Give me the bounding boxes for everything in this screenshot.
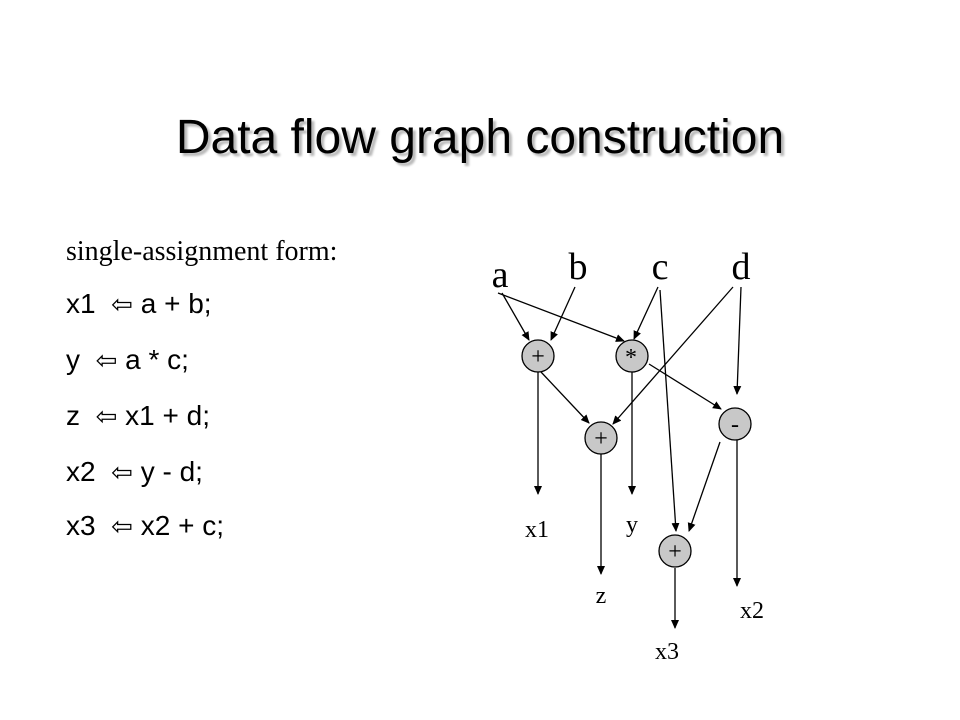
statement-2-rhs: a * c; (125, 344, 189, 375)
statement-5: x3 ⇦ x2 + c; (66, 510, 224, 542)
output-x3-label: x3 (655, 639, 679, 665)
op-plus-2-symbol: + (594, 426, 608, 452)
statement-1-lhs: x1 (66, 288, 96, 319)
statement-5-rhs: x2 + c; (140, 510, 224, 541)
edge-d-to-minus (733, 286, 742, 395)
edge-a-to-plus1 (501, 292, 530, 341)
assign-arrow-icon: ⇦ (111, 457, 133, 487)
op-node-minus: - (718, 407, 752, 441)
statement-4-lhs: x2 (66, 456, 96, 487)
intro-text: single-assignment form: (66, 236, 338, 267)
assign-arrow-icon: ⇦ (111, 289, 133, 319)
op-node-plus-2: + (584, 421, 618, 455)
output-x1-label: x1 (525, 517, 549, 543)
op-minus-symbol: - (731, 412, 739, 438)
edge-plus1-to-plus2 (540, 371, 590, 424)
statement-1: x1 ⇦ a + b; (66, 288, 212, 320)
op-plus-3-symbol: + (668, 539, 682, 565)
output-y-label: y (626, 512, 638, 538)
statement-4-rhs: y - d; (140, 456, 203, 487)
edge-c-to-plus3 (659, 289, 680, 532)
edge-c-to-mult (633, 286, 659, 340)
edge-b-to-plus1 (550, 286, 576, 341)
op-node-plus-1: + (521, 339, 555, 373)
op-node-multiply: * (615, 339, 649, 373)
statement-3-lhs: z (66, 400, 80, 431)
op-node-plus-3: + (658, 534, 692, 568)
assign-arrow-icon: ⇦ (95, 345, 118, 375)
statement-5-lhs: x3 (66, 510, 96, 541)
statement-3-rhs: x1 + d; (125, 400, 210, 431)
output-x2-label: x2 (740, 598, 764, 624)
op-multiply-symbol: * (625, 345, 637, 371)
input-c-label: c (652, 246, 669, 288)
graph-edges (497, 286, 742, 629)
statement-2-lhs: y (66, 344, 80, 375)
statement-3: z ⇦ x1 + d; (66, 400, 210, 432)
assign-arrow-icon: ⇦ (95, 401, 118, 431)
output-z-label: z (596, 583, 607, 609)
input-b-label: b (569, 246, 588, 288)
op-plus-1-symbol: + (531, 344, 545, 370)
statement-1-rhs: a + b; (140, 288, 212, 319)
edge-mult-to-minus (648, 363, 722, 410)
statement-4: x2 ⇦ y - d; (66, 456, 203, 488)
slide-title: Data flow graph construction (175, 111, 785, 164)
assign-arrow-icon: ⇦ (111, 511, 133, 541)
input-a-label: a (492, 254, 509, 296)
input-d-label: d (732, 246, 751, 288)
statement-2: y ⇦ a * c; (66, 344, 189, 376)
edge-minus-to-plus3 (687, 441, 721, 532)
edge-d-to-plus2 (612, 286, 734, 425)
